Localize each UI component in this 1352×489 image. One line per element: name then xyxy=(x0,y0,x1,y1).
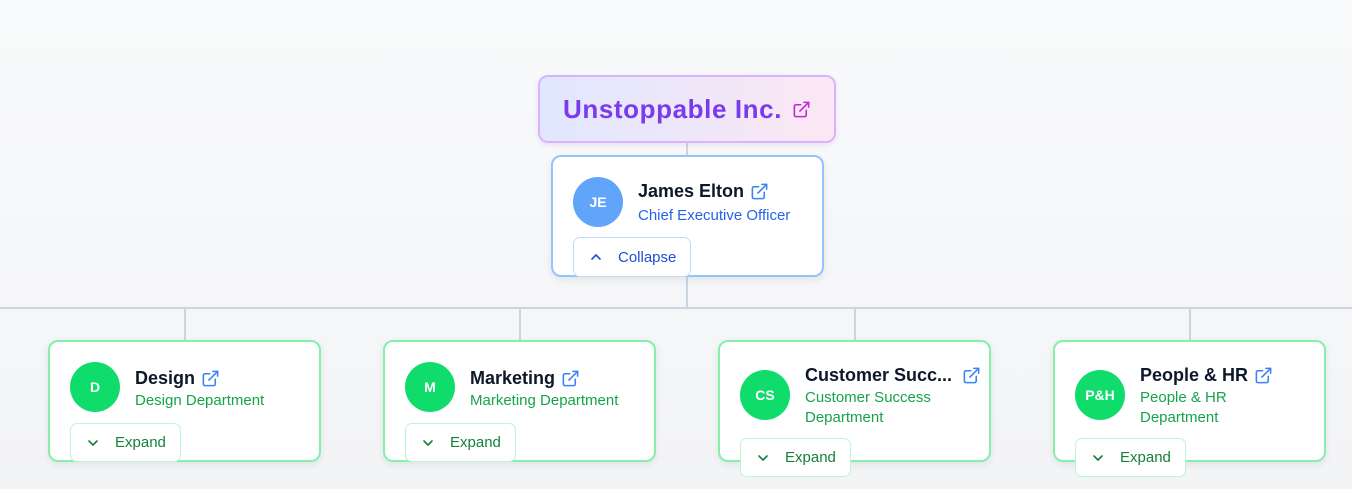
chevron-down-icon xyxy=(85,435,101,451)
department-subtitle-line2: Department xyxy=(805,409,884,426)
chevron-up-icon xyxy=(588,249,604,265)
expand-label: Expand xyxy=(450,434,501,451)
connector-people-hr xyxy=(1189,309,1191,340)
connector-marketing xyxy=(519,309,521,340)
department-name: Customer Succ... xyxy=(805,365,953,385)
avatar: JE xyxy=(573,177,623,227)
external-link-icon[interactable] xyxy=(962,366,981,385)
external-link-icon[interactable] xyxy=(561,369,580,388)
external-link-icon[interactable] xyxy=(1254,366,1273,385)
department-subtitle-line1: People & HR xyxy=(1140,389,1227,406)
avatar: P&H xyxy=(1075,370,1125,420)
avatar: D xyxy=(70,362,120,412)
department-subtitle: Marketing Department xyxy=(470,392,619,409)
avatar: CS xyxy=(740,370,790,420)
expand-label: Expand xyxy=(1120,449,1171,466)
department-card-people-hr[interactable]: P&H People & HR People & HR Department E… xyxy=(1053,340,1326,477)
collapse-button[interactable]: Collapse xyxy=(573,237,692,277)
company-name: Unstoppable Inc. xyxy=(562,93,783,124)
chevron-down-icon xyxy=(755,450,771,466)
department-subtitle-line1: Customer Success xyxy=(805,389,931,406)
expand-label: Expand xyxy=(785,449,836,466)
expand-button[interactable]: Expand xyxy=(1075,438,1186,477)
department-card-customer-success[interactable]: CS Customer Succ... Customer Success Dep… xyxy=(718,340,991,477)
person-name: James Elton xyxy=(638,181,745,201)
collapse-label: Collapse xyxy=(618,248,677,266)
external-link-icon[interactable] xyxy=(750,182,769,201)
person-title: Chief Executive Officer xyxy=(638,207,791,224)
department-name: Design xyxy=(135,368,196,388)
department-subtitle: Design Department xyxy=(135,392,265,409)
external-link-icon[interactable] xyxy=(792,100,811,119)
chevron-down-icon xyxy=(1090,450,1106,466)
connector-customer-success xyxy=(854,309,856,340)
expand-button[interactable]: Expand xyxy=(740,438,851,477)
department-subtitle-line2: Department xyxy=(1140,409,1219,426)
connector-design xyxy=(184,309,186,340)
department-card-marketing[interactable]: M Marketing Marketing Department Expand xyxy=(383,340,656,462)
department-name: People & HR xyxy=(1140,365,1249,385)
company-node[interactable]: Unstoppable Inc. xyxy=(538,75,836,143)
expand-button[interactable]: Expand xyxy=(405,423,516,462)
expand-label: Expand xyxy=(115,434,166,451)
department-name: Marketing xyxy=(470,368,556,388)
department-card-design[interactable]: D Design Design Department Expand xyxy=(48,340,321,462)
chevron-down-icon xyxy=(420,435,436,451)
connector-horizontal xyxy=(0,307,1352,309)
external-link-icon[interactable] xyxy=(201,369,220,388)
connector-ceo-down xyxy=(686,277,688,308)
expand-button[interactable]: Expand xyxy=(70,423,181,462)
avatar: M xyxy=(405,362,455,412)
ceo-card[interactable]: JE James Elton Chief Executive Officer C… xyxy=(551,155,824,277)
connector-company-ceo xyxy=(686,143,688,155)
